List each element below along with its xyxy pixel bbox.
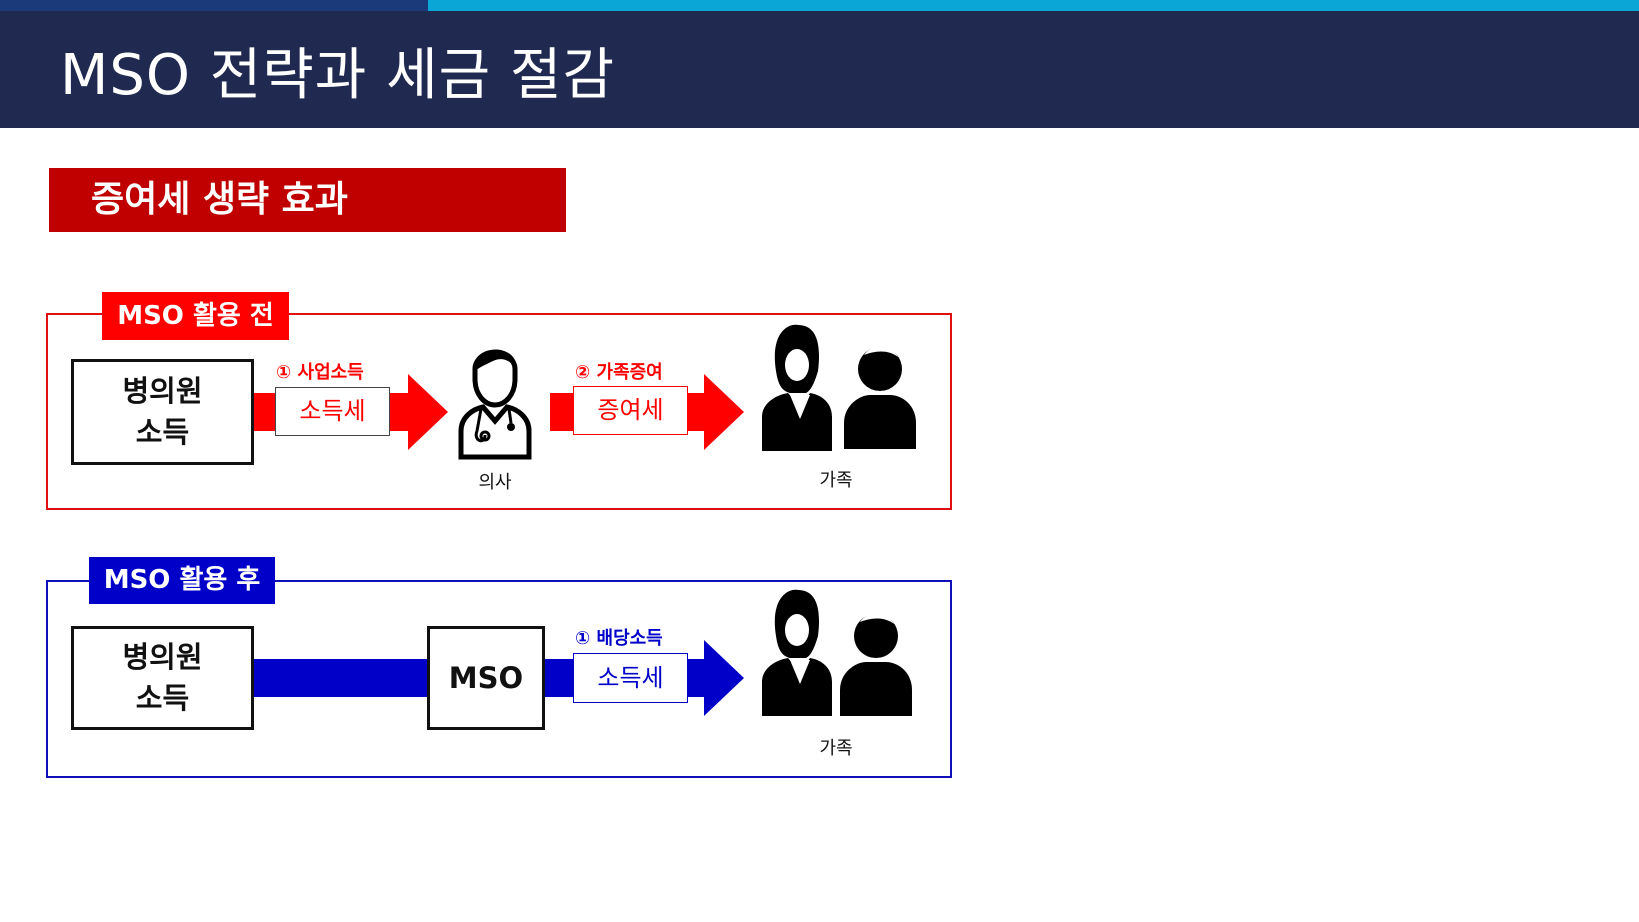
income-tax-label: 소득세: [275, 387, 390, 436]
panel-before-mso: [46, 313, 952, 510]
hospital-income-line2: 소득: [135, 415, 190, 449]
hospital-income-line2: 소득: [135, 681, 190, 715]
slide-title: MSO 전략과 세금 절감: [60, 43, 615, 108]
mso-box: MSO: [427, 626, 545, 730]
step-family-gift-label: ② 가족증여: [575, 362, 663, 383]
step-dividend-income-label: ① 배당소득: [575, 628, 663, 649]
top-accent-stripe-right: [428, 0, 1639, 11]
panel-after-mso: [46, 580, 952, 778]
hospital-income-box: 병의원 소득: [71, 359, 254, 465]
step-business-income-label: ① 사업소득: [276, 362, 364, 383]
doctor-caption: 의사: [478, 472, 512, 493]
mso-box-label: MSO: [448, 660, 524, 695]
gift-tax-label: 증여세: [573, 386, 688, 435]
family-caption: 가족: [819, 738, 853, 759]
family-caption: 가족: [819, 470, 853, 491]
hospital-income-box: 병의원 소득: [71, 626, 254, 730]
hospital-income-line1: 병의원: [122, 374, 203, 409]
hospital-income-line1: 병의원: [122, 640, 203, 675]
tag-after-mso: MSO 활용 후: [89, 557, 275, 604]
income-tax-label: 소득세: [573, 653, 688, 703]
top-accent-stripe-left: [0, 0, 428, 11]
tag-before-mso: MSO 활용 전: [102, 292, 289, 340]
section-banner: 증여세 생략 효과: [49, 168, 566, 232]
slide-header: [0, 11, 1639, 128]
